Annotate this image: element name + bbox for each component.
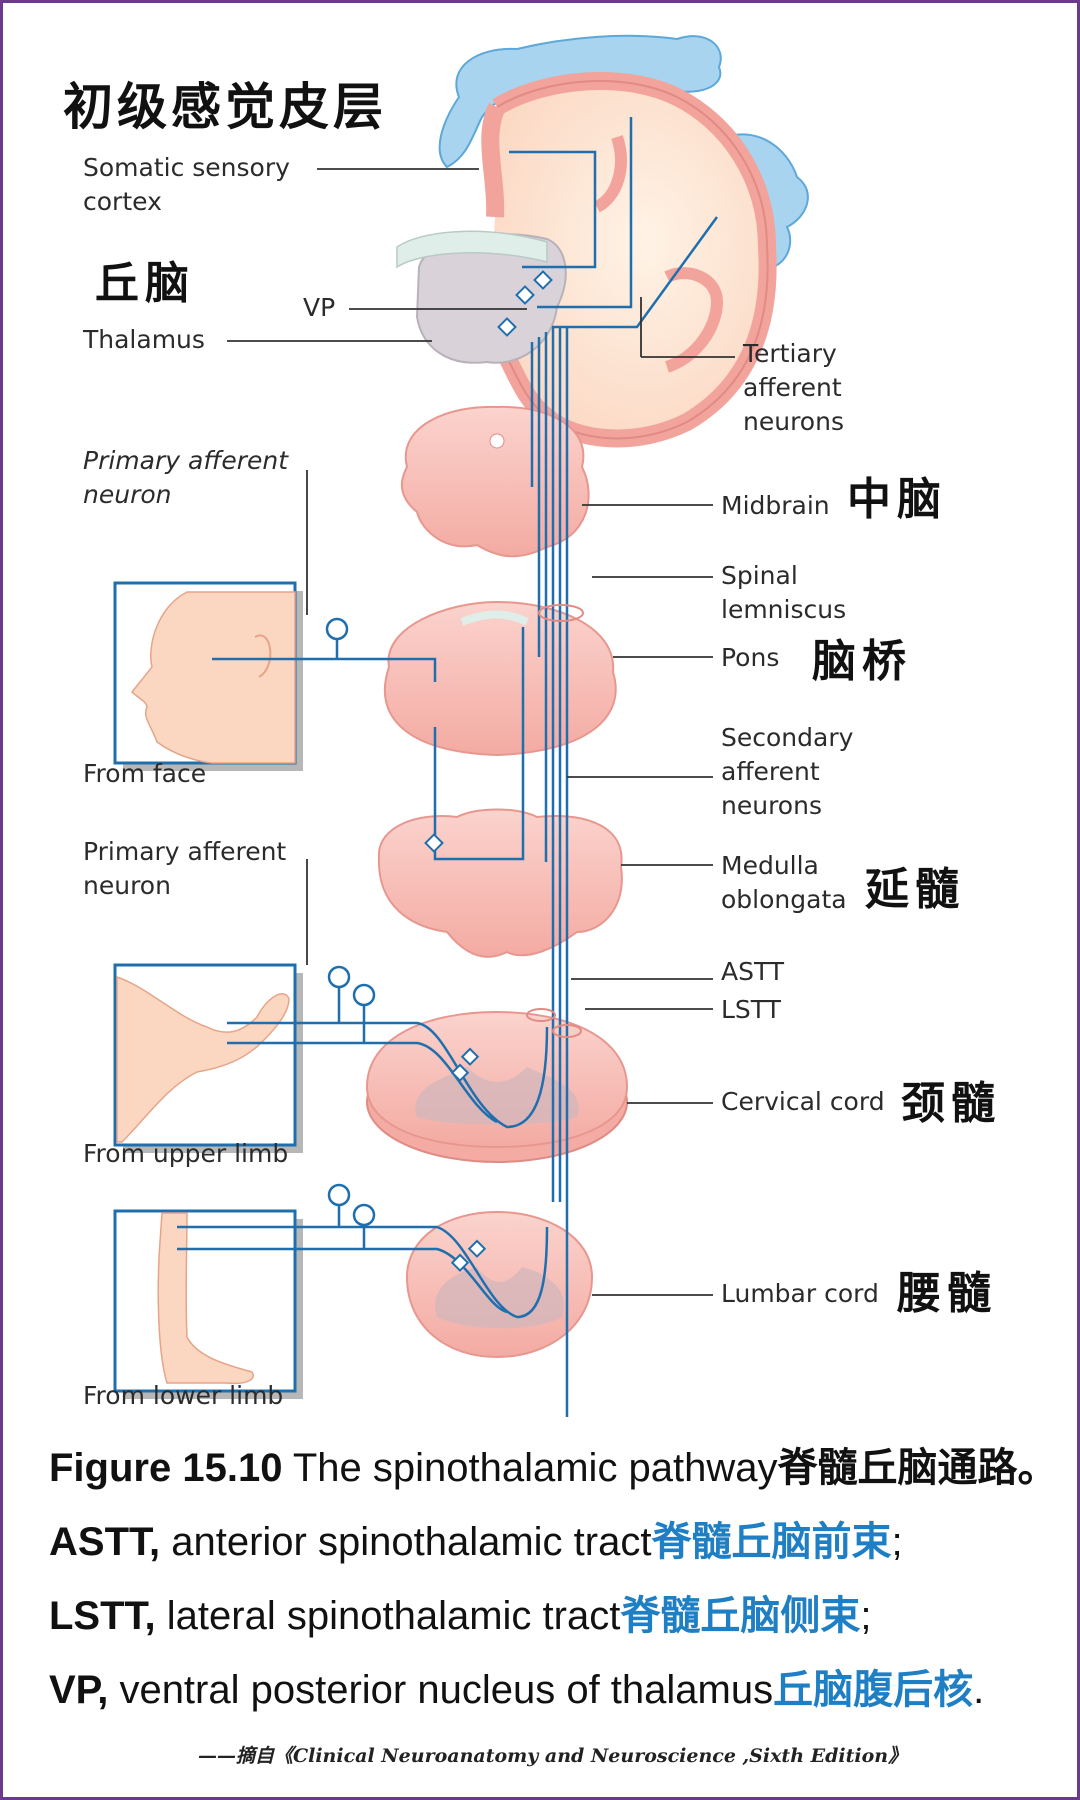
title-zh: 初级感觉皮层 xyxy=(63,77,387,136)
label-medulla-zh: 延髓 xyxy=(865,864,965,915)
label-lumbar-zh: 腰髓 xyxy=(897,1268,997,1319)
caption-astt-line: ASTT, anterior spinothalamic tract脊髓丘脑前束… xyxy=(49,1509,903,1567)
midbrain-section xyxy=(400,405,590,558)
pons-section xyxy=(383,600,617,757)
caption-figure-number: Figure 15.10 xyxy=(49,1446,283,1490)
fiber-bundle-ellipses xyxy=(526,604,584,1038)
thalamus xyxy=(396,230,567,364)
caption-figure-text: The spinothalamic pathway xyxy=(282,1446,778,1490)
upper-limb-inset xyxy=(113,963,303,1153)
caption-vp-line: VP, ventral posterior nucleus of thalamu… xyxy=(49,1657,984,1715)
label-pons-zh: 脑桥 xyxy=(812,636,912,687)
label-spinal-lemniscus: Spinal lemniscus xyxy=(721,561,847,624)
label-from-face: From face xyxy=(83,759,207,788)
caption-figure-zh: 脊髓丘脑通路。 xyxy=(777,1446,1058,1490)
label-midbrain: Midbrain xyxy=(721,491,830,520)
caption-figure-line: Figure 15.10 The spinothalamic pathway脊髓… xyxy=(49,1435,1058,1493)
caption-vp-text: ventral posterior nucleus of thalamus xyxy=(108,1668,774,1712)
caption-vp-end: . xyxy=(973,1668,985,1712)
label-primary-afferent-neuron-top: Primary afferent neuron xyxy=(83,446,289,509)
caption-lstt-line: LSTT, lateral spinothalamic tract脊髓丘脑侧束; xyxy=(49,1583,871,1641)
label-somatic-sensory-cortex: Somatic sensory cortex xyxy=(83,153,290,216)
caption-astt-abbr: ASTT, xyxy=(49,1520,161,1564)
caption-lstt-abbr: LSTT, xyxy=(49,1594,156,1638)
caption-vp-zh: 丘脑腹后核 xyxy=(773,1668,974,1712)
synapse-markers xyxy=(424,270,553,1272)
cervical-cord-section xyxy=(365,1010,629,1163)
leader-lines xyxy=(227,168,735,1296)
caption-astt-text: anterior spinothalamic tract xyxy=(160,1520,652,1564)
caption-astt-end: ; xyxy=(891,1520,903,1564)
label-thalamus-zh: 丘脑 xyxy=(95,258,195,309)
lower-limb-inset xyxy=(113,1209,303,1399)
figure-panel: 初级感觉皮层 Somatic sensory cortex 丘脑 VP Thal… xyxy=(27,27,1057,1779)
pathway-fibers xyxy=(177,117,719,1417)
label-from-upper-limb: From upper limb xyxy=(83,1139,289,1168)
label-thalamus: Thalamus xyxy=(83,325,205,354)
source-citation: ——摘自《Clinical Neuroanatomy and Neuroscie… xyxy=(198,1745,908,1767)
label-midbrain-zh: 中脑 xyxy=(847,474,947,525)
label-cervical-cord: Cervical cord xyxy=(721,1087,885,1116)
caption-astt-zh: 脊髓丘脑前束 xyxy=(651,1520,892,1564)
lumbar-cord-section xyxy=(405,1210,594,1359)
label-medulla-oblongata: Medulla oblongata xyxy=(721,851,847,914)
label-from-lower-limb: From lower limb xyxy=(83,1381,284,1410)
neuron-cell-bodies xyxy=(325,617,376,1227)
caption-vp-abbr: VP, xyxy=(49,1668,109,1712)
label-vp: VP xyxy=(303,293,336,322)
caption-lstt-zh: 脊髓丘脑侧束 xyxy=(620,1594,861,1638)
label-secondary-afferent-neurons: Secondary afferent neurons xyxy=(721,723,854,820)
label-primary-afferent-neuron-mid: Primary afferent neuron xyxy=(83,837,287,900)
caption-lstt-end: ; xyxy=(860,1594,872,1638)
label-astt: ASTT xyxy=(721,957,785,986)
caption-lstt-text: lateral spinothalamic tract xyxy=(155,1594,621,1638)
medulla-section xyxy=(377,808,623,958)
label-lstt: LSTT xyxy=(721,995,781,1024)
label-pons: Pons xyxy=(721,643,780,672)
label-lumbar-cord: Lumbar cord xyxy=(721,1279,879,1308)
spinothalamic-pathway-diagram xyxy=(113,34,809,1417)
face-inset xyxy=(113,581,303,771)
label-tertiary-afferent-neurons: Tertiary afferent neurons xyxy=(743,339,844,436)
label-cervical-zh: 颈髓 xyxy=(901,1078,1001,1129)
